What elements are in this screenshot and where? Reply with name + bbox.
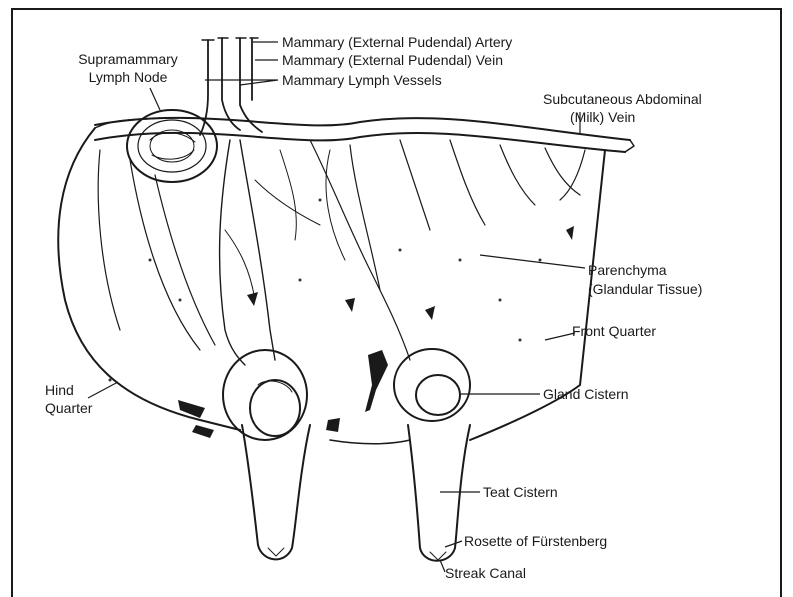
label-artery: Mammary (External Pudendal) Artery [282, 34, 512, 50]
milk-vein [95, 118, 634, 152]
label-parenchyma-line2: (Glandular Tissue) [588, 281, 702, 297]
label-streak-canal: Streak Canal [445, 565, 526, 581]
udder-outline [58, 118, 605, 444]
label-parenchyma-line1: Parenchyma [588, 262, 667, 278]
supramammary-lymph-node [127, 110, 217, 182]
label-gland-cistern: Gland Cistern [543, 386, 629, 402]
label-lymph-node-line1: Supramammary [78, 51, 178, 67]
label-rosette: Rosette of Fürstenberg [464, 533, 607, 549]
labels: Supramammary Lymph Node Mammary (Externa… [45, 34, 702, 581]
label-vein: Mammary (External Pudendal) Vein [282, 52, 503, 68]
label-hind-quarter-line1: Hind [45, 382, 74, 398]
mammary-vessels [200, 38, 262, 135]
gland-cistern-hind [223, 350, 307, 440]
front-teat [408, 425, 470, 561]
label-milk-vein-line1: Subcutaneous Abdominal [543, 91, 702, 107]
label-lymph-node-line2: Lymph Node [89, 69, 168, 85]
hind-teat [242, 425, 310, 559]
label-hind-quarter-line2: Quarter [45, 400, 93, 416]
gland-cistern-front [394, 349, 470, 421]
label-lymph-vessels: Mammary Lymph Vessels [282, 72, 442, 88]
label-teat-cistern: Teat Cistern [483, 484, 558, 500]
label-front-quarter: Front Quarter [572, 323, 656, 339]
label-milk-vein-line2: (Milk) Vein [570, 109, 635, 125]
vessel-branches [98, 140, 585, 365]
